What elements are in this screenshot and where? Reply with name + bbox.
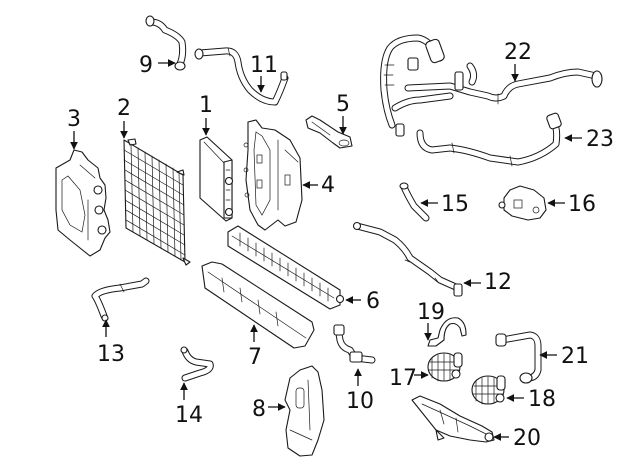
callout-8: 8 [252,397,286,422]
callout-20: 20 [493,426,541,451]
callout-label-5: 5 [336,92,350,117]
part-13-hose[interactable] [91,277,150,322]
callout-6: 6 [345,289,380,314]
callout-label-10: 10 [346,389,374,414]
part-22-hose-assembly[interactable] [380,34,603,137]
callout-label-11: 11 [250,53,278,78]
part-21-hose[interactable] [495,331,542,384]
callout-11: 11 [250,53,278,93]
part-1-auxiliary-radiator[interactable] [199,136,234,222]
part-15-hose[interactable] [399,182,430,222]
callout-label-8: 8 [252,397,266,422]
callout-15: 15 [420,192,469,217]
part-4-fan-shroud[interactable] [243,119,303,231]
callout-17: 17 [389,366,429,391]
callout-13: 13 [97,319,125,367]
callout-14: 14 [175,382,203,428]
callout-label-15: 15 [441,192,469,217]
callout-label-7: 7 [248,345,262,370]
callout-7: 7 [248,324,262,370]
callout-label-21: 21 [561,344,589,369]
part-18-auxiliary-pump[interactable] [471,375,506,405]
callout-label-14: 14 [175,403,203,428]
callout-label-12: 12 [484,270,512,295]
part-16-valve[interactable] [498,185,547,221]
callout-9: 9 [139,53,176,78]
callout-label-4: 4 [321,173,335,198]
part-23-hose[interactable] [416,112,562,167]
callout-label-13: 13 [97,342,125,367]
callout-label-6: 6 [366,289,380,314]
callout-label-1: 1 [199,93,213,118]
part-7-air-guide[interactable] [201,261,315,349]
callout-22: 22 [504,40,532,82]
part-3-bracket[interactable] [55,149,111,257]
callout-5: 5 [336,92,350,135]
callout-label-18: 18 [528,387,556,412]
callout-2: 2 [117,96,131,139]
part-5-bracket[interactable] [305,115,353,149]
callout-label-22: 22 [504,40,532,65]
callout-label-3: 3 [67,107,81,132]
part-9-hose[interactable] [145,15,187,71]
callout-23: 23 [564,127,614,152]
callout-19: 19 [417,300,445,341]
callout-label-9: 9 [139,53,153,78]
part-2-grille-screen[interactable] [123,138,191,266]
part-19-bracket[interactable] [427,317,467,347]
callout-label-2: 2 [117,96,131,121]
part-8-bracket[interactable] [284,365,325,457]
callout-16: 16 [547,192,596,217]
callout-label-16: 16 [568,192,596,217]
callout-21: 21 [539,344,589,369]
part-14-hose[interactable] [180,346,214,382]
callout-label-19: 19 [417,300,445,325]
callout-12: 12 [463,270,512,295]
part-17-auxiliary-pump[interactable] [427,352,463,382]
callout-1: 1 [199,93,213,136]
part-11-hose[interactable] [194,47,289,106]
callout-label-17: 17 [389,366,417,391]
callout-label-20: 20 [513,426,541,451]
part-6-charge-air-cooler[interactable] [227,225,345,310]
callout-10: 10 [346,368,374,414]
part-20-bracket[interactable] [411,395,495,443]
part-12-pipe[interactable] [352,221,463,297]
callout-3: 3 [67,107,81,150]
callout-18: 18 [506,387,556,412]
callout-label-23: 23 [586,127,614,152]
callout-4: 4 [302,173,335,198]
part-10-hose[interactable] [333,324,376,364]
